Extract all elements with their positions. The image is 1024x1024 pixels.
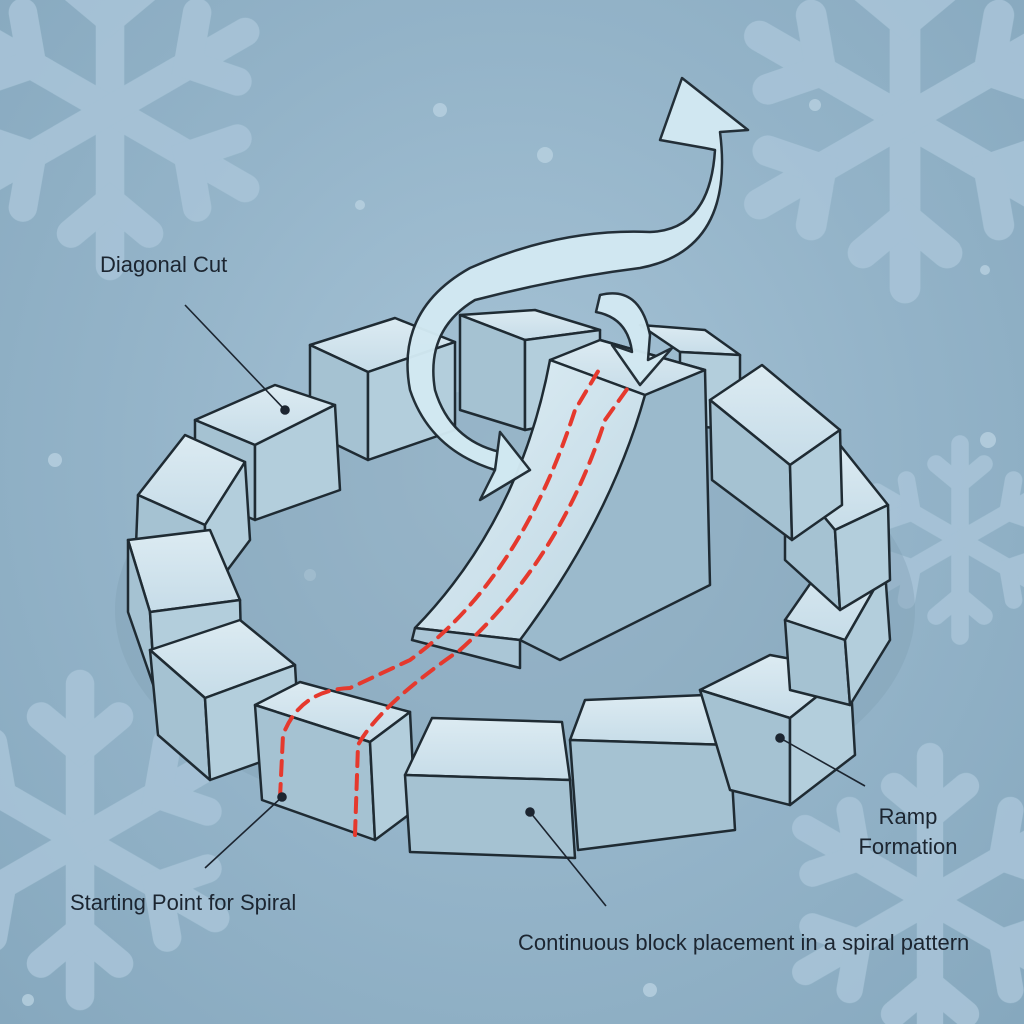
- ice-block: [568, 693, 737, 852]
- label-continuous-placement: Continuous block placement in a spiral p…: [518, 930, 970, 955]
- spiral-arrow-icon: [406, 76, 750, 502]
- spiral-path-dashes: [278, 366, 632, 837]
- ice-block: [253, 680, 417, 842]
- label-diagonal-cut: Diagonal Cut: [100, 252, 228, 277]
- ice-block: [708, 363, 844, 542]
- label-ramp-formation: Ramp Formation: [858, 804, 958, 859]
- label-starting-point: Starting Point for Spiral: [70, 890, 297, 915]
- ice-block: [403, 716, 577, 860]
- leader-lines: [184, 304, 866, 907]
- snow-dots: [22, 99, 996, 1006]
